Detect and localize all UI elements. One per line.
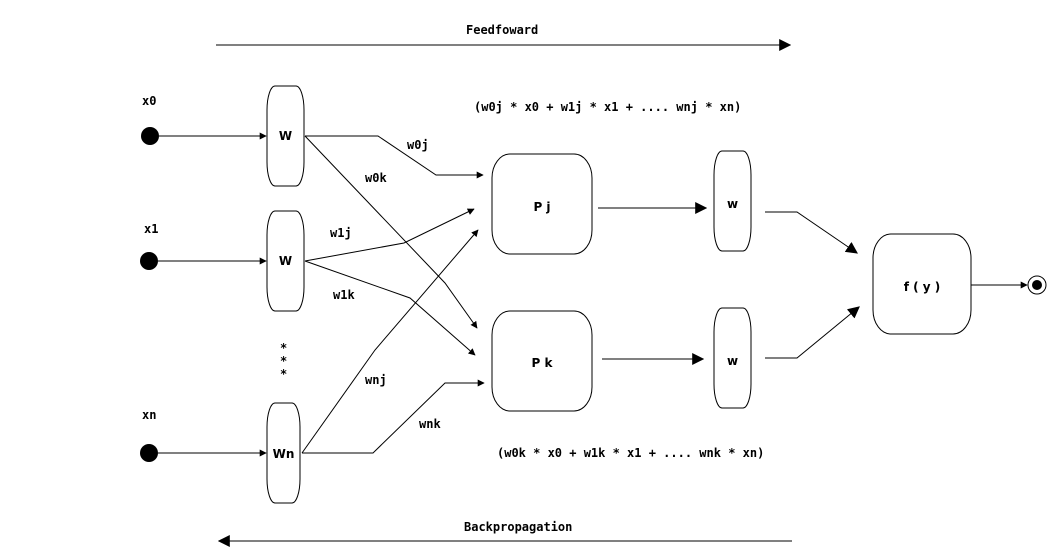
feedforward-label: Feedfoward [466, 23, 538, 37]
weight-label-wn: Wn [273, 447, 295, 461]
edge-wk-fy [765, 306, 860, 359]
ellipsis-star-1: * [280, 341, 287, 355]
ellipsis-star-3: * [280, 367, 287, 381]
input-label-x1: x1 [144, 222, 158, 236]
node-fy [872, 233, 972, 335]
node-wj [713, 150, 752, 252]
input-node-x0 [141, 127, 159, 145]
edge-label-wnk: wnk [419, 417, 441, 431]
formula-j: (w0j * x0 + w1j * x1 + .... wnj * xn) [474, 100, 741, 114]
node-label-wj: w [727, 197, 738, 211]
node-wk [713, 307, 752, 409]
node-label-pj: P j [533, 200, 550, 214]
edge-w0j [305, 135, 484, 179]
input-node-xn [140, 444, 158, 462]
node-label-pk: P k [532, 356, 554, 370]
edge-w0k [304, 135, 478, 329]
ellipsis-star-2: * [280, 354, 287, 368]
backprop-label: Backpropagation [464, 520, 572, 534]
edge-label-w1k: w1k [333, 288, 355, 302]
input-label-x0: x0 [142, 94, 156, 108]
node-pj [491, 153, 593, 255]
formula-k: (w0k * x0 + w1k * x1 + .... wnk * xn) [497, 446, 764, 460]
node-pk [491, 310, 593, 412]
weight-node-w1 [266, 210, 305, 312]
node-label-fy: f ( y ) [904, 280, 941, 294]
edge-label-w0j: w0j [407, 138, 429, 152]
edge-w1k [304, 260, 476, 356]
edge-label-w0k: w0k [365, 171, 387, 185]
output-node-core [1032, 280, 1042, 290]
weight-node-w0 [266, 85, 305, 187]
edge-wnj [301, 229, 479, 454]
node-label-wk: w [727, 354, 738, 368]
edge-label-w1j: w1j [330, 226, 352, 240]
input-node-x1 [140, 252, 158, 270]
weight-label-w1: W [279, 254, 292, 268]
input-label-xn: xn [142, 408, 156, 422]
edge-w1j [304, 208, 475, 262]
edge-label-wnj: wnj [365, 373, 387, 387]
edge-wj-fy [765, 211, 858, 254]
weight-label-w0: W [279, 129, 292, 143]
edge-wnk [302, 379, 485, 454]
weight-node-wn [266, 402, 301, 504]
